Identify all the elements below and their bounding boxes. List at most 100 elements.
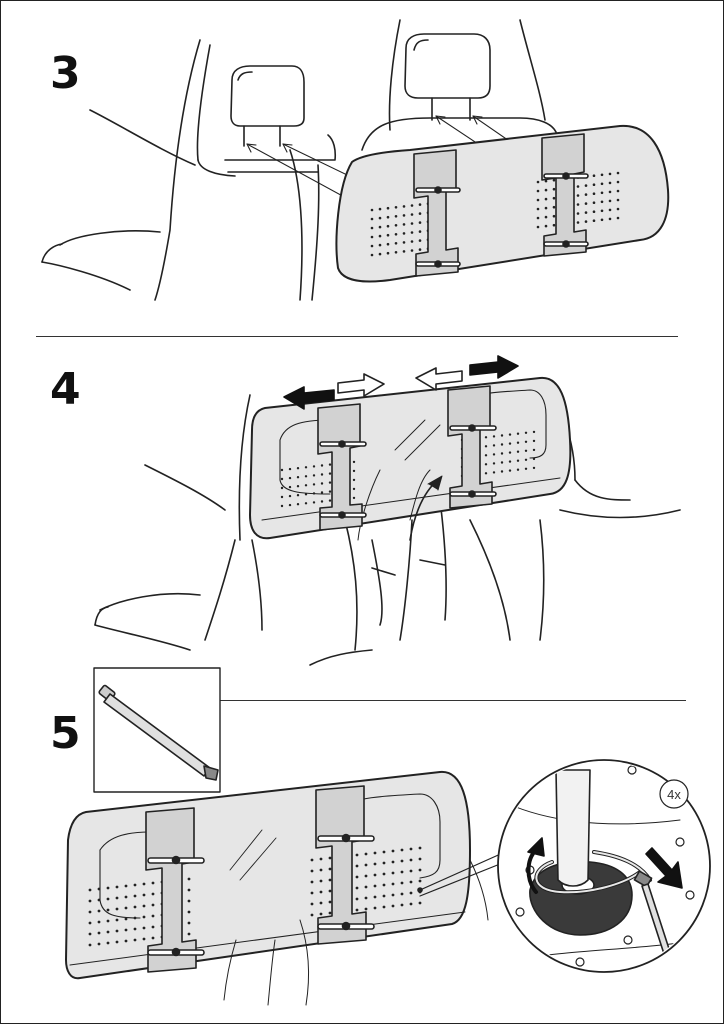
panel-hole — [88, 888, 92, 892]
panel-hole — [500, 461, 504, 464]
panel-hole — [402, 232, 406, 235]
panel-hole — [370, 208, 374, 212]
panel-hole — [382, 894, 386, 898]
left-seat-outline — [41, 39, 337, 301]
panel-hole — [402, 250, 406, 253]
section-divider-4-5 — [220, 700, 686, 701]
panel-hole — [88, 910, 92, 914]
panel-hole — [310, 891, 314, 895]
panel-hole — [319, 901, 323, 905]
section-divider-3-4 — [36, 336, 678, 337]
panel-hole — [391, 871, 395, 875]
detail-zoom-circle: 4x — [497, 759, 711, 973]
panel-hole — [584, 220, 588, 223]
panel-hole — [600, 218, 604, 222]
panel-hole — [352, 469, 356, 473]
panel-hole — [352, 478, 356, 482]
panel-hole — [304, 493, 308, 496]
panel-hole — [280, 495, 284, 499]
panel-hole — [592, 183, 596, 186]
panel-hole — [409, 880, 413, 884]
panel-hole — [142, 893, 146, 897]
panel-hole — [378, 234, 382, 238]
panel-hole — [328, 889, 332, 893]
panel-hole — [410, 249, 414, 252]
rotate-arrow-icon — [526, 837, 545, 894]
panel-hole — [280, 477, 284, 481]
panel-hole — [532, 430, 536, 434]
cable-tie-inset — [93, 667, 221, 793]
panel-hole — [106, 897, 110, 901]
panel-hole — [484, 436, 488, 439]
panel-hole — [328, 867, 332, 871]
panel-hole — [280, 486, 284, 490]
left-mounting-strap — [413, 149, 461, 277]
panel-hole — [319, 912, 323, 916]
panel-hole — [400, 870, 404, 874]
panel-hole — [616, 207, 620, 211]
panel-hole — [151, 881, 155, 885]
right-mounting-strap — [541, 133, 589, 257]
panel-hole — [355, 864, 359, 868]
panel-hole — [133, 894, 137, 898]
left-mounting-strap — [145, 807, 205, 973]
panel-hole — [355, 897, 359, 901]
panel-hole — [328, 472, 332, 475]
panel-hole — [382, 850, 386, 854]
panel-hole — [409, 902, 413, 906]
panel-hole — [296, 476, 300, 479]
panel-hole — [386, 251, 390, 255]
panel-hole — [532, 466, 536, 470]
panel-hole — [400, 881, 404, 885]
panel-hole — [151, 903, 155, 907]
panel-hole — [616, 180, 620, 184]
panel-hole — [142, 915, 146, 919]
panel-hole — [97, 931, 101, 935]
panel-hole — [319, 890, 323, 894]
panel-hole — [142, 882, 146, 886]
panel-hole — [418, 248, 422, 251]
panel-hole — [516, 450, 520, 453]
panel-hole — [378, 207, 382, 211]
panel-hole — [370, 217, 374, 221]
panel-hole — [382, 905, 386, 909]
panel-hole — [187, 910, 191, 914]
panel-hole — [386, 215, 390, 219]
panel-hole — [310, 913, 314, 917]
panel-hole — [355, 886, 359, 890]
panel-hole — [608, 217, 612, 221]
panel-hole — [187, 877, 191, 881]
step-3-number: 3 — [50, 48, 81, 99]
panel-hole — [373, 851, 377, 855]
panel-hole — [304, 466, 308, 469]
panel-hole — [88, 932, 92, 936]
panel-hole — [142, 904, 146, 908]
panel-hole — [552, 178, 556, 182]
panel-hole — [304, 484, 308, 487]
panel-hole — [402, 223, 406, 226]
panel-hole — [378, 216, 382, 220]
panel-hole — [500, 452, 504, 455]
panel-hole — [280, 504, 284, 508]
step-3-illustration — [41, 19, 670, 301]
panel-hole — [592, 201, 596, 204]
panel-hole — [142, 926, 146, 930]
panel-hole — [97, 898, 101, 902]
panel-hole — [319, 857, 323, 861]
panel-hole — [592, 174, 596, 177]
panel-hole — [552, 205, 556, 209]
panel-hole — [106, 941, 110, 945]
panel-hole — [364, 885, 368, 889]
panel-hole — [386, 206, 390, 210]
panel-hole — [544, 215, 548, 219]
panel-hole — [320, 500, 324, 503]
panel-hole — [312, 492, 316, 495]
panel-hole — [328, 499, 332, 502]
panel-hole — [616, 198, 620, 202]
panel-hole — [124, 939, 128, 943]
panel-hole — [492, 435, 496, 438]
panel-hole — [370, 235, 374, 239]
right-mounting-strap — [315, 785, 375, 945]
panel-hole — [319, 868, 323, 872]
panel-hole — [355, 875, 359, 879]
